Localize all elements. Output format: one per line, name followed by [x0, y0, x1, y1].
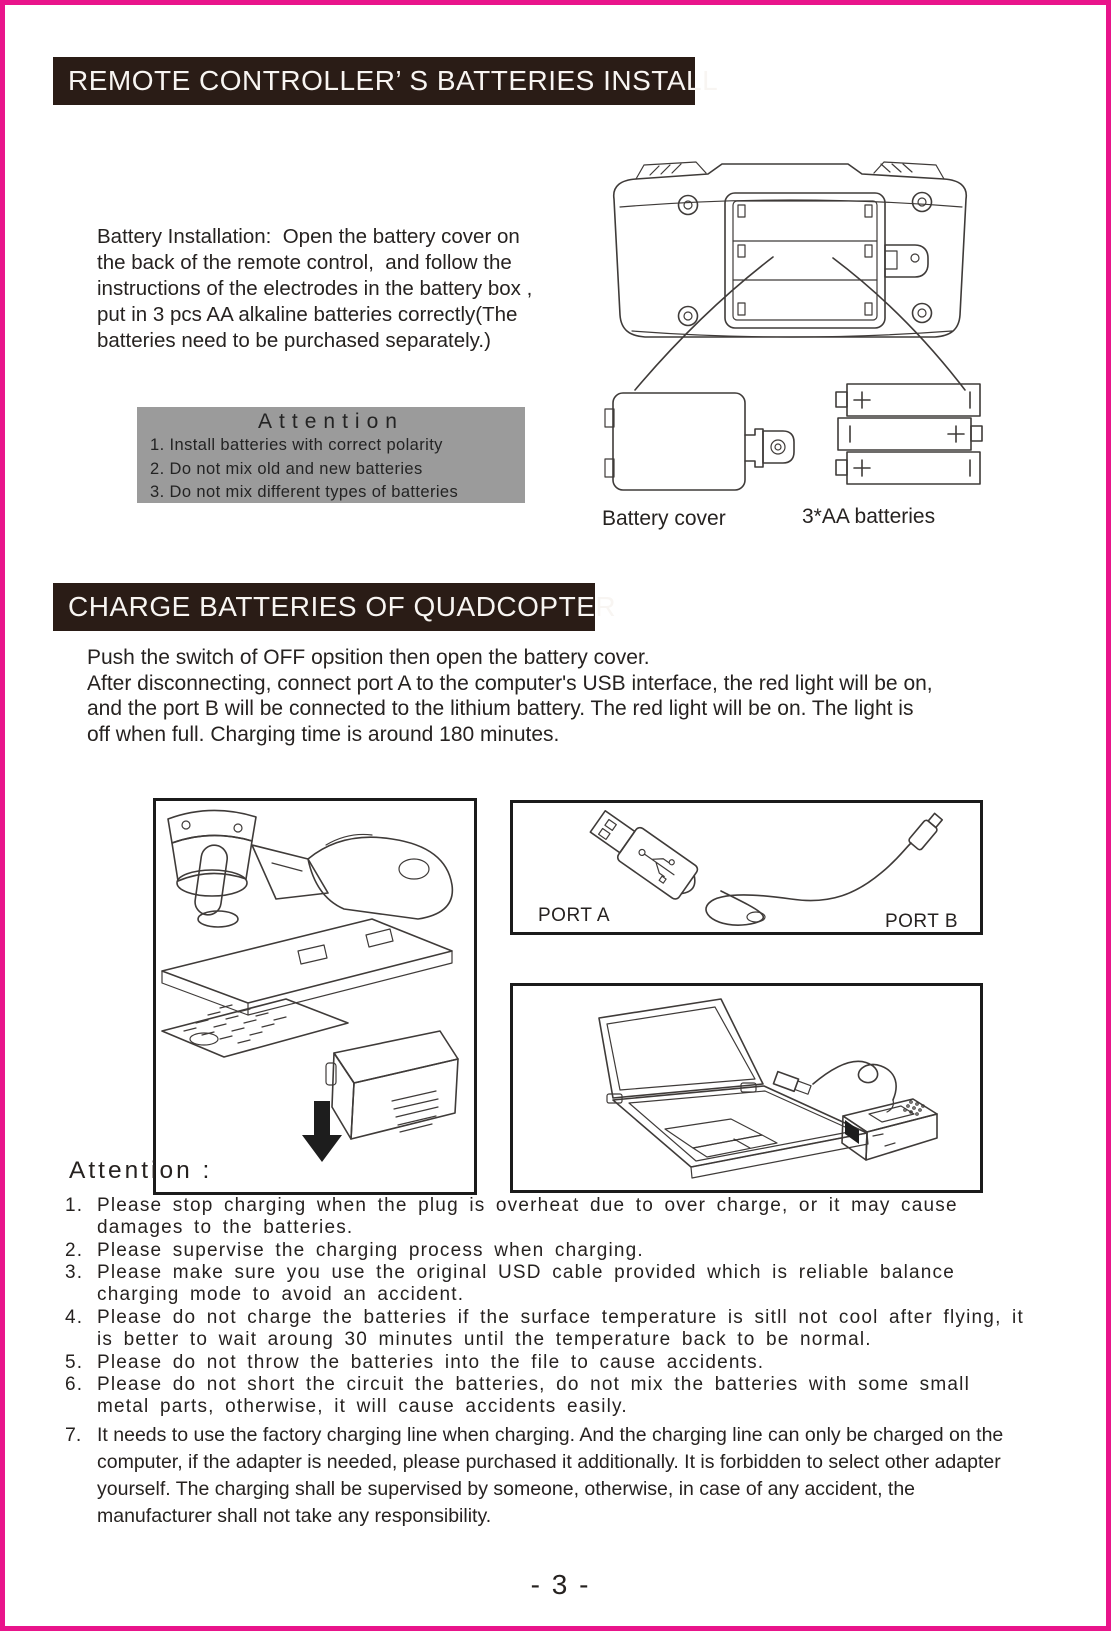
list-item-number: 5.: [65, 1351, 84, 1373]
paragraph-line: batteries need to be purchased separatel…: [97, 329, 491, 352]
list-item-text: Please do not short the circuit the batt…: [97, 1374, 971, 1418]
down-arrow-icon: [302, 1101, 342, 1162]
drone-underside-illustration: [161, 809, 459, 1162]
list-item: 3. Please make sure you use the original…: [65, 1262, 1027, 1306]
paragraph-line: instructions of the electrodes in the ba…: [97, 277, 533, 300]
section2-title-bar: CHARGE BATTERIES OF QUADCOPTER: [53, 583, 616, 631]
list-item: 7. It needs to use the factory charging …: [65, 1422, 1027, 1530]
list-item-number: 6.: [65, 1374, 84, 1396]
port-b-label: PORT B: [884, 911, 958, 932]
battery-cover-illustration: [604, 392, 795, 491]
paragraph-line: After disconnecting, connect port A to t…: [87, 671, 933, 695]
list-item: 1. Please stop charging when the plug is…: [65, 1195, 1027, 1239]
list-item-text: Please do not charge the batteries if th…: [97, 1306, 1024, 1350]
attention-item: 2. Do not mix old and new batteries: [150, 459, 423, 478]
remote-controller-back-illustration: [612, 161, 968, 391]
attention-box: Attention 1. Install batteries with corr…: [137, 407, 525, 503]
list-item: 6. Please do not short the circuit the b…: [65, 1374, 1027, 1418]
section1-title-bar: REMOTE CONTROLLER’ S BATTERIES INSTALL: [53, 57, 718, 105]
list-item-number: 3.: [65, 1262, 84, 1284]
list-item: 2. Please supervise the charging process…: [65, 1240, 1027, 1262]
attention-section-title: Attention :: [69, 1157, 213, 1184]
paragraph-line: and the port B will be connected to the …: [87, 697, 914, 720]
page-number: - 3 -: [530, 1569, 591, 1600]
list-item: 4. Please do not charge the batteries if…: [65, 1307, 1027, 1351]
charging-paragraph: Push the switch of OFF opsition then ope…: [87, 645, 933, 747]
paragraph-line: put in 3 pcs AA alkaline batteries corre…: [97, 303, 518, 326]
list-item-text: Please supervise the charging process wh…: [97, 1239, 644, 1261]
paragraph-line: the back of the remote control, and foll…: [97, 251, 512, 274]
laptop-charging-illustration: [598, 998, 938, 1179]
batteries-caption: 3*AA batteries: [802, 505, 936, 528]
battery-install-paragraph: Battery Installation: Open the battery c…: [97, 224, 532, 354]
list-item-number: 1.: [65, 1195, 84, 1216]
list-item-text: Please stop charging when the plug is ov…: [97, 1195, 958, 1238]
attention-item: 3. Do not mix different types of batteri…: [150, 483, 459, 501]
list-item-number: 2.: [65, 1239, 84, 1261]
attention-item: 1. Install batteries with correct polari…: [150, 436, 443, 454]
list-item-text: Please make sure you use the original US…: [97, 1262, 956, 1306]
list-item-number: 4.: [65, 1306, 84, 1328]
paragraph-line: off when full. Charging time is around 1…: [87, 722, 560, 746]
attention-box-title: Attention: [258, 410, 404, 433]
list-item: 5. Please do not throw the batteries int…: [65, 1352, 1027, 1374]
aa-batteries-illustration: [835, 383, 983, 485]
port-a-label: PORT A: [538, 905, 610, 926]
list-item-number: 7.: [65, 1423, 82, 1446]
battery-cover-caption: Battery cover: [602, 507, 726, 530]
usb-cable-image-box: PORT A PORT B: [510, 800, 983, 935]
drone-battery-image-box: [153, 798, 477, 1195]
laptop-charging-image-box: [510, 983, 983, 1193]
list-item-text: Please do not throw the batteries into t…: [97, 1351, 765, 1373]
list-item-text: It needs to use the factory charging lin…: [97, 1423, 1004, 1527]
paragraph-line: Battery Installation: Open the battery c…: [97, 225, 520, 248]
usb-cable-illustration: [589, 810, 944, 926]
attention-list: 1. Please stop charging when the plug is…: [65, 1195, 1027, 1531]
paragraph-line: Push the switch of OFF opsition then ope…: [87, 646, 650, 669]
